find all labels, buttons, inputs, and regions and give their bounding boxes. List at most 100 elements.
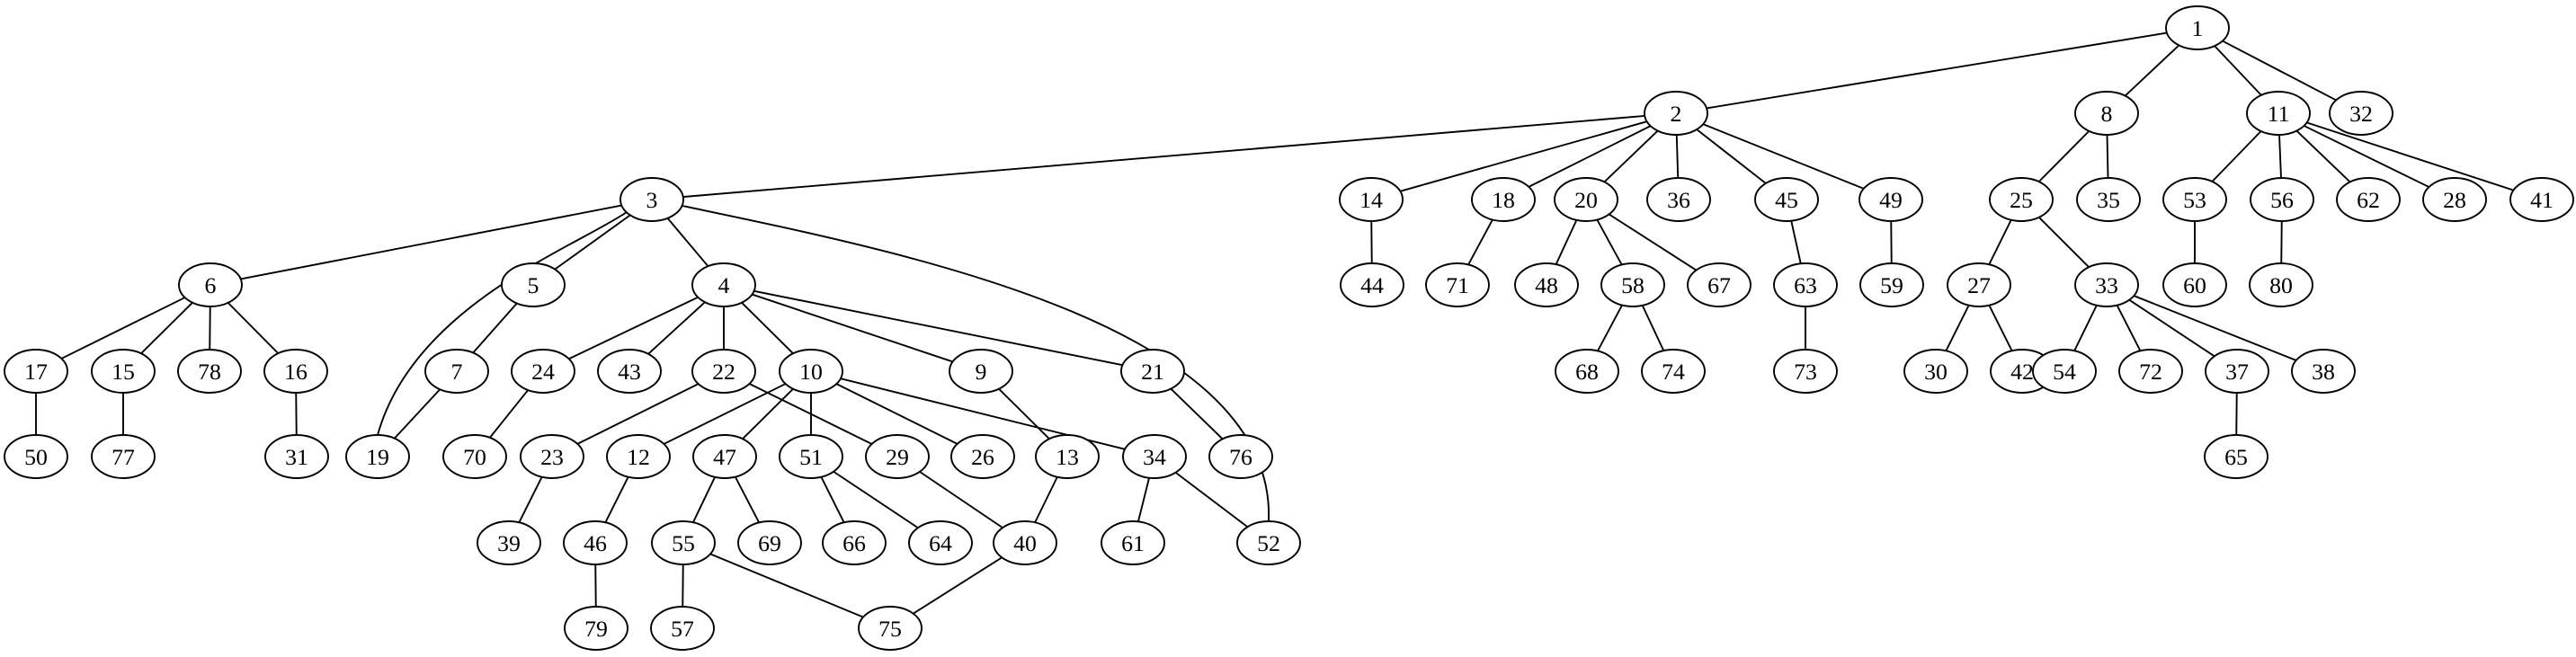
node-label: 41: [2530, 187, 2554, 213]
node-68: 68: [1555, 349, 1619, 394]
node-61: 61: [1101, 520, 1165, 565]
edge-2-45: [1696, 129, 1767, 184]
node-label: 61: [1121, 530, 1145, 556]
node-80: 80: [2249, 262, 2313, 307]
node-ellipse: [345, 434, 410, 479]
node-76: 76: [1208, 434, 1273, 479]
edge-11-28: [2304, 125, 2429, 188]
node-33: 33: [2074, 262, 2139, 307]
edge-34-61: [1136, 477, 1151, 522]
node-20: 20: [1554, 177, 1618, 222]
node-79: 79: [564, 606, 628, 651]
node-25: 25: [1989, 177, 2054, 222]
node-45: 45: [1754, 177, 1819, 222]
node-label: 74: [1662, 359, 1685, 385]
node-31: 31: [264, 434, 329, 479]
node-ellipse: [2032, 349, 2097, 394]
edge-47-55: [692, 476, 716, 523]
node-label: 73: [1794, 359, 1817, 385]
node-label: 24: [531, 359, 555, 385]
node-59: 59: [1859, 262, 1924, 307]
node-label: 60: [2183, 272, 2206, 298]
node-label: 29: [886, 444, 909, 470]
edge-7-19: [394, 388, 441, 439]
node-ellipse: [619, 177, 684, 222]
node-71: 71: [1425, 262, 1490, 307]
node-14: 14: [1339, 177, 1404, 222]
node-ellipse: [1122, 434, 1187, 479]
node-ellipse: [692, 434, 757, 479]
node-49: 49: [1858, 177, 1923, 222]
node-label: 80: [2269, 272, 2293, 298]
node-63: 63: [1773, 262, 1838, 307]
node-5: 5: [501, 262, 566, 307]
node-ellipse: [2118, 349, 2183, 394]
node-label: 20: [1574, 187, 1598, 213]
node-label: 30: [1924, 359, 1948, 385]
node-ellipse: [865, 434, 930, 479]
edge-4-43: [647, 301, 706, 355]
node-ellipse: [950, 434, 1015, 479]
edge-2-36: [1675, 134, 1680, 179]
node-19: 19: [345, 434, 410, 479]
edge-3-4: [666, 218, 709, 267]
edge-27-30: [1945, 305, 1970, 351]
edge-8-25: [2037, 130, 2090, 182]
node-label: 4: [718, 272, 730, 298]
node-ellipse: [1340, 262, 1404, 307]
node-label: 75: [878, 616, 902, 642]
node-11: 11: [2246, 91, 2311, 136]
node-2: 2: [1644, 91, 1708, 136]
node-label: 65: [2224, 444, 2248, 470]
node-ellipse: [1035, 434, 1100, 479]
node-51: 51: [779, 434, 843, 479]
node-ellipse: [2250, 177, 2314, 222]
node-40: 40: [993, 520, 1057, 565]
edge-25-27: [1988, 219, 2012, 265]
edge-6-17: [60, 297, 186, 360]
node-label: 12: [627, 444, 650, 470]
edge-9-13: [998, 388, 1050, 439]
node-label: 47: [713, 444, 736, 470]
node-ellipse: [737, 520, 802, 565]
node-ellipse: [178, 262, 243, 307]
node-label: 62: [2357, 187, 2380, 213]
node-46: 46: [563, 520, 628, 565]
edge-2-14: [1400, 120, 1647, 192]
node-label: 31: [285, 444, 308, 470]
node-ellipse: [1236, 520, 1301, 565]
node-ellipse: [1555, 349, 1619, 394]
node-6: 6: [178, 262, 243, 307]
node-17: 17: [4, 349, 68, 394]
node-16: 16: [263, 349, 328, 394]
node-label: 69: [758, 530, 781, 556]
node-label: 70: [463, 444, 486, 470]
node-38: 38: [2291, 349, 2356, 394]
node-ellipse: [2291, 349, 2356, 394]
node-24: 24: [511, 349, 575, 394]
node-ellipse: [1471, 177, 1536, 222]
node-label: 1: [2192, 15, 2204, 41]
node-70: 70: [442, 434, 507, 479]
node-label: 77: [111, 444, 135, 470]
node-15: 15: [91, 349, 156, 394]
node-66: 66: [822, 520, 887, 565]
node-label: 54: [2053, 359, 2076, 385]
node-label: 34: [1143, 444, 1166, 470]
node-30: 30: [1903, 349, 1968, 394]
node-65: 65: [2204, 434, 2268, 479]
node-10: 10: [779, 349, 843, 394]
edge-1-2: [1706, 31, 2168, 110]
node-label: 3: [646, 187, 658, 213]
node-label: 10: [799, 359, 823, 385]
edge-4-10: [741, 302, 794, 354]
node-ellipse: [2422, 177, 2487, 222]
node-36: 36: [1646, 177, 1711, 222]
node-ellipse: [949, 349, 1013, 394]
node-label: 53: [2183, 187, 2206, 213]
node-ellipse: [2249, 262, 2313, 307]
node-8: 8: [2074, 91, 2139, 136]
node-ellipse: [606, 434, 671, 479]
node-ellipse: [1687, 262, 1752, 307]
node-ellipse: [1120, 349, 1185, 394]
